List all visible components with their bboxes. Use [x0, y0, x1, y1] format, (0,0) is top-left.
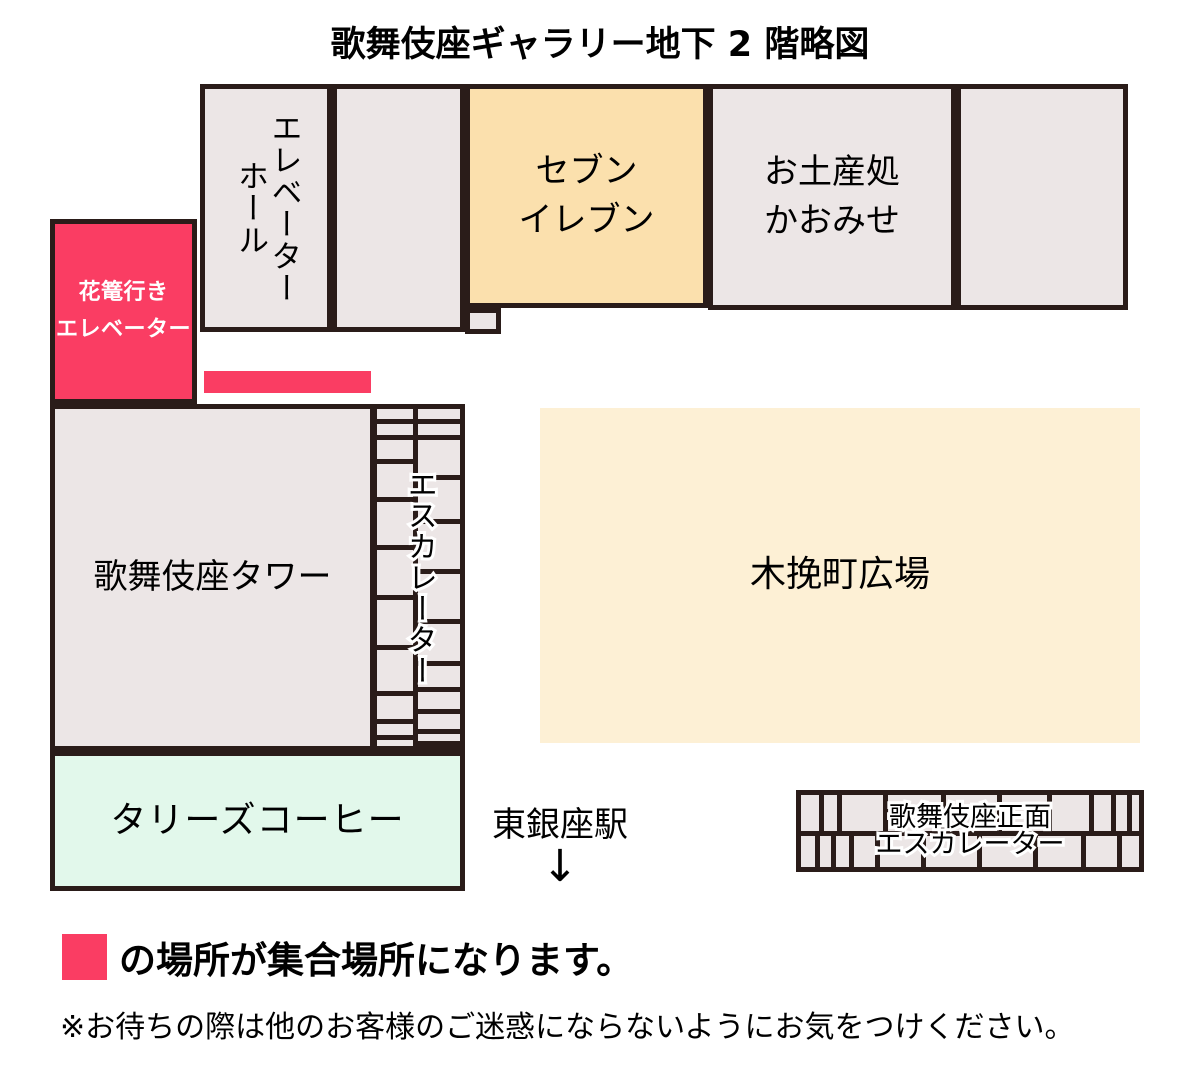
escalator-step — [837, 795, 842, 831]
room-kabukiza-tower: 歌舞伎座タワー — [50, 404, 375, 751]
meeting-point-corridor-bar — [204, 371, 371, 393]
escalator-step — [377, 735, 413, 740]
escalator-step — [418, 709, 460, 714]
room-seven-eleven-label: セブン イレブン — [518, 150, 655, 240]
escalator-step — [875, 831, 880, 867]
escalator-step — [418, 475, 460, 480]
escalator-step — [831, 831, 836, 867]
legend-text: の場所が集合場所になります。 — [119, 939, 634, 982]
escalator-step — [377, 645, 413, 650]
escalator-step — [1117, 831, 1122, 867]
escalator-row-divider — [801, 831, 1139, 836]
area-kobikicho-plaza: 木挽町広場 — [540, 408, 1140, 743]
escalator-step — [418, 419, 460, 424]
escalator-step — [977, 831, 982, 867]
escalator-step — [883, 795, 888, 831]
escalator-step — [377, 719, 413, 724]
room-souvenir-shop: お土産処 かおみせ — [708, 84, 956, 310]
room-unlabeled-b — [956, 84, 1128, 310]
down-arrow-icon: ↓ — [541, 841, 579, 892]
escalator-step — [418, 569, 460, 574]
escalator-step — [1127, 795, 1132, 831]
escalator-step — [418, 435, 460, 440]
escalator-step — [418, 661, 460, 666]
escalator-step — [1033, 831, 1038, 867]
escalator-step — [819, 795, 824, 831]
room-seven-eleven: セブン イレブン — [465, 84, 708, 308]
escalator-step — [418, 619, 460, 624]
escalator-step — [1111, 795, 1116, 831]
room-tullys-coffee-label: タリーズコーヒー — [110, 799, 405, 841]
area-kobikicho-plaza-label: 木挽町広場 — [749, 554, 930, 596]
escalator-step — [418, 687, 460, 692]
escalator-step — [921, 831, 926, 867]
escalator-step — [1089, 795, 1094, 831]
room-small-notch — [465, 308, 501, 334]
escalator-step — [941, 795, 946, 831]
escalator-step — [377, 545, 413, 550]
escalator-step — [377, 595, 413, 600]
page-title: 歌舞伎座ギャラリー地下 2 階略図 — [330, 25, 870, 65]
escalator-step — [377, 691, 413, 696]
escalator-step — [418, 741, 460, 746]
room-tullys-coffee: タリーズコーヒー — [50, 751, 465, 891]
escalator-steps-graphic — [377, 409, 460, 746]
escalator-column-divider — [413, 409, 418, 746]
legend-color-swatch — [62, 934, 107, 980]
escalator-step — [849, 831, 854, 867]
escalator-step — [377, 497, 413, 502]
escalator-kabukiza-front: 歌舞伎座正面 エスカレーター — [796, 790, 1144, 872]
escalator-front-row-top — [801, 795, 1139, 831]
legend-note: ※お待ちの際は他のお客様のご迷惑にならないようにお気をつけください。 — [60, 1010, 1075, 1045]
escalator-vertical: エスカレーター — [372, 404, 465, 751]
room-kabukiza-tower-label: 歌舞伎座タワー — [93, 557, 332, 598]
room-unlabeled-a — [332, 84, 465, 332]
room-elevator-hall-label: エレベーター ホール — [232, 112, 302, 304]
room-hanakago-elevator-meeting-point: 花篭行き エレベーター — [50, 219, 197, 404]
escalator-step — [997, 795, 1002, 831]
escalator-step — [377, 435, 413, 440]
room-souvenir-shop-label: お土産処 かおみせ — [764, 151, 900, 241]
room-hanakago-elevator-label: 花篭行き エレベーター — [55, 280, 191, 342]
escalator-front-row-bottom — [801, 831, 1139, 867]
escalator-step — [418, 519, 460, 524]
legend: の場所が集合場所になります。 — [62, 930, 633, 984]
station-label-higashi-ginza: 東銀座駅 — [492, 805, 628, 845]
escalator-step — [1081, 831, 1086, 867]
escalator-step — [418, 729, 460, 734]
escalator-step — [815, 831, 820, 867]
escalator-step — [377, 419, 413, 424]
escalator-step — [1047, 795, 1052, 831]
escalator-step — [377, 459, 413, 464]
room-elevator-hall: エレベーター ホール — [200, 84, 332, 332]
